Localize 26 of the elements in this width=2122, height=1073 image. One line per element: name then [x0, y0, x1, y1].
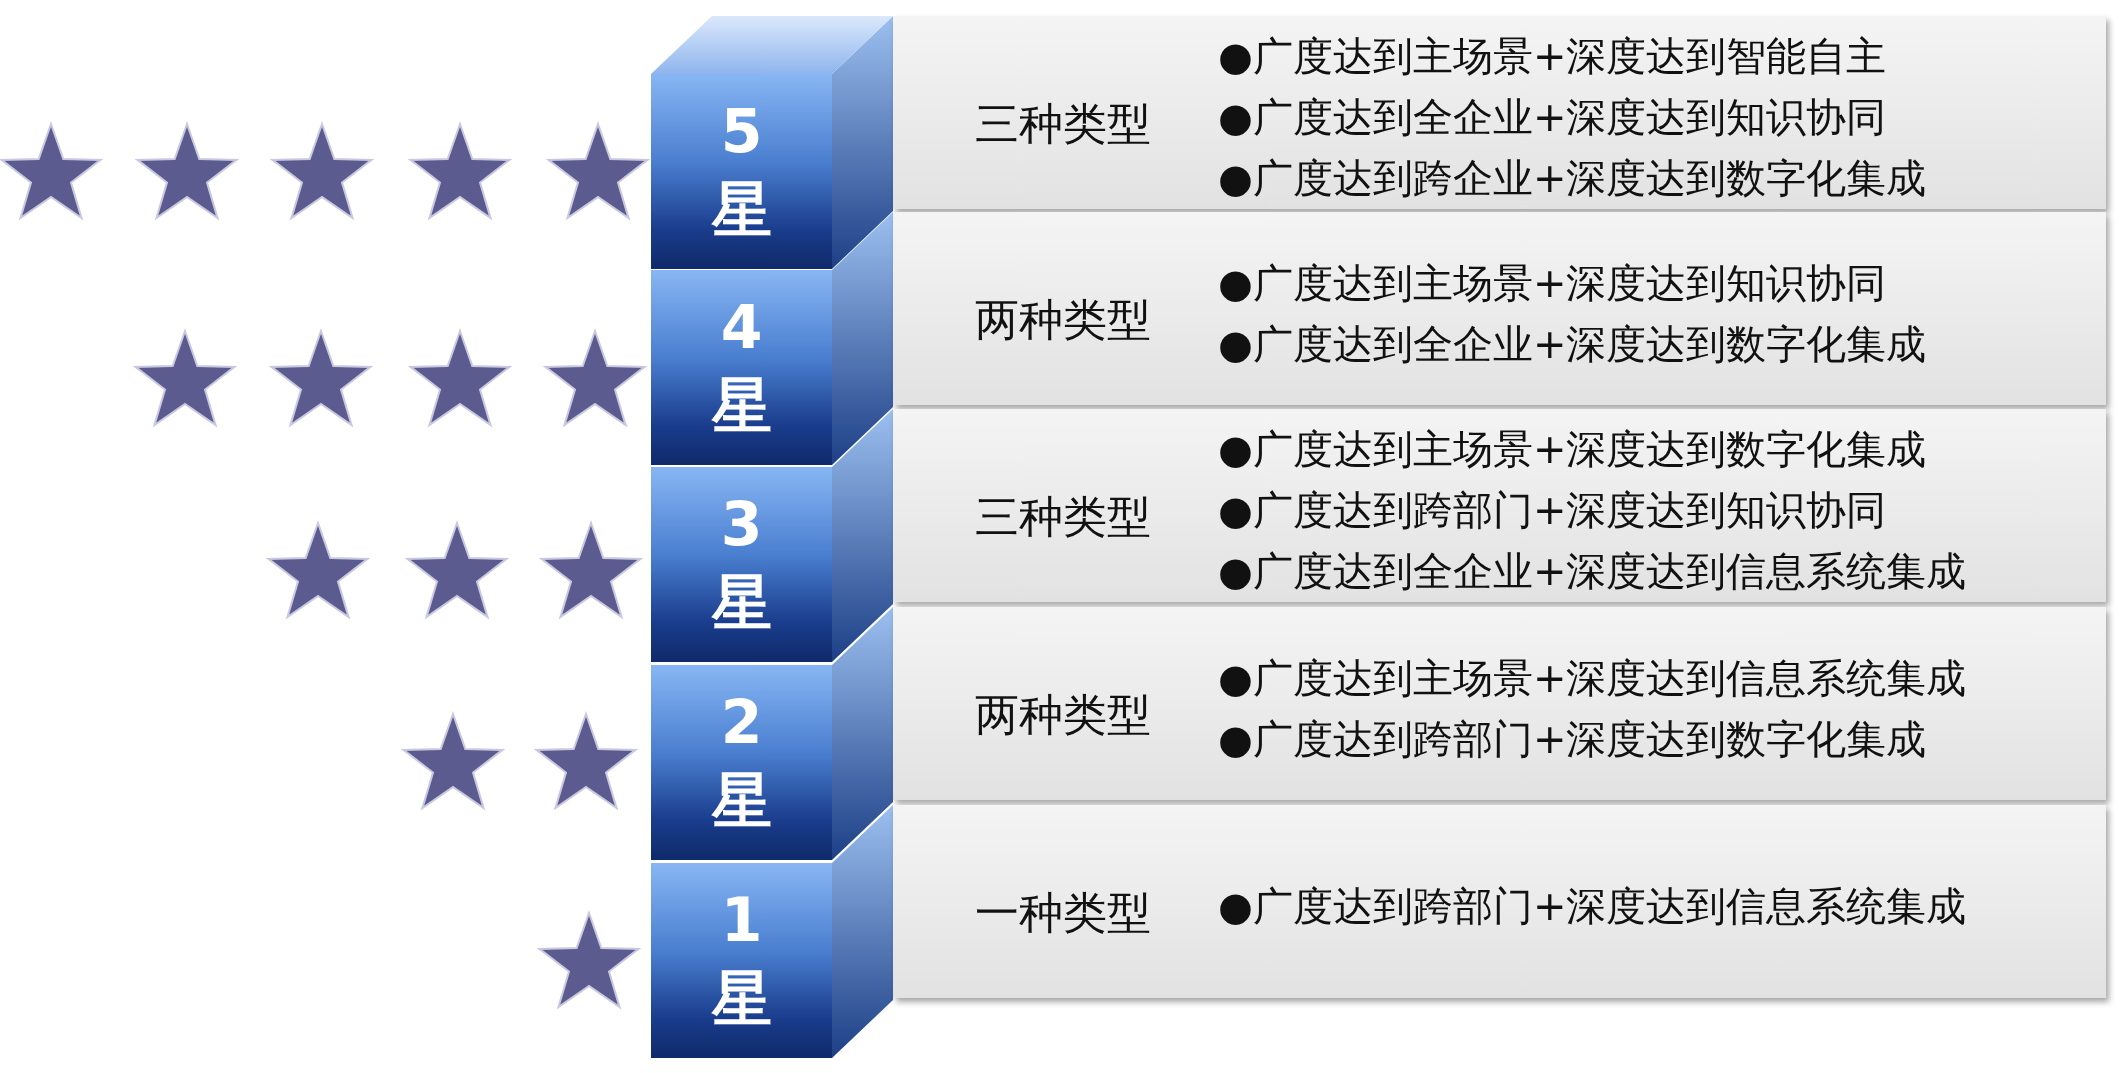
type-count: 三种类型 — [974, 96, 1152, 151]
star-label: 星 — [710, 370, 773, 440]
bullet-item: ●广度达到主场景+深度达到信息系统集成 — [1218, 653, 1968, 703]
type-count: 三种类型 — [974, 489, 1152, 544]
star-label: 星 — [710, 963, 773, 1033]
bullet-item: ●广度达到全企业+深度达到数字化集成 — [1218, 319, 1928, 369]
type-count: 一种类型 — [974, 885, 1152, 940]
bullet-item: ●广度达到跨部门+深度达到数字化集成 — [1218, 714, 1928, 764]
type-count: 两种类型 — [974, 687, 1152, 742]
bullet-item: ●广度达到全企业+深度达到知识协同 — [1218, 93, 1888, 142]
bullet-item: ●广度达到跨企业+深度达到数字化集成 — [1218, 154, 1928, 203]
star-number: 5 — [719, 96, 764, 166]
bullet-item: ●广度达到主场景+深度达到智能自主 — [1218, 32, 1888, 81]
type-count: 两种类型 — [974, 292, 1152, 347]
star-number: 1 — [719, 885, 764, 955]
bullet-item: ●广度达到主场景+深度达到知识协同 — [1218, 258, 1888, 308]
star-label: 星 — [710, 174, 773, 244]
star-number: 4 — [719, 292, 764, 362]
star-number: 3 — [719, 489, 764, 559]
bullet-item: ●广度达到主场景+深度达到数字化集成 — [1218, 425, 1928, 474]
bullet-item: ●广度达到跨部门+深度达到信息系统集成 — [1218, 882, 1968, 931]
star-label: 星 — [710, 567, 773, 637]
bullet-item: ●广度达到全企业+深度达到信息系统集成 — [1218, 547, 1968, 596]
star-label: 星 — [710, 765, 773, 835]
star-number: 2 — [719, 687, 764, 757]
bullet-item: ●广度达到跨部门+深度达到知识协同 — [1218, 486, 1888, 535]
